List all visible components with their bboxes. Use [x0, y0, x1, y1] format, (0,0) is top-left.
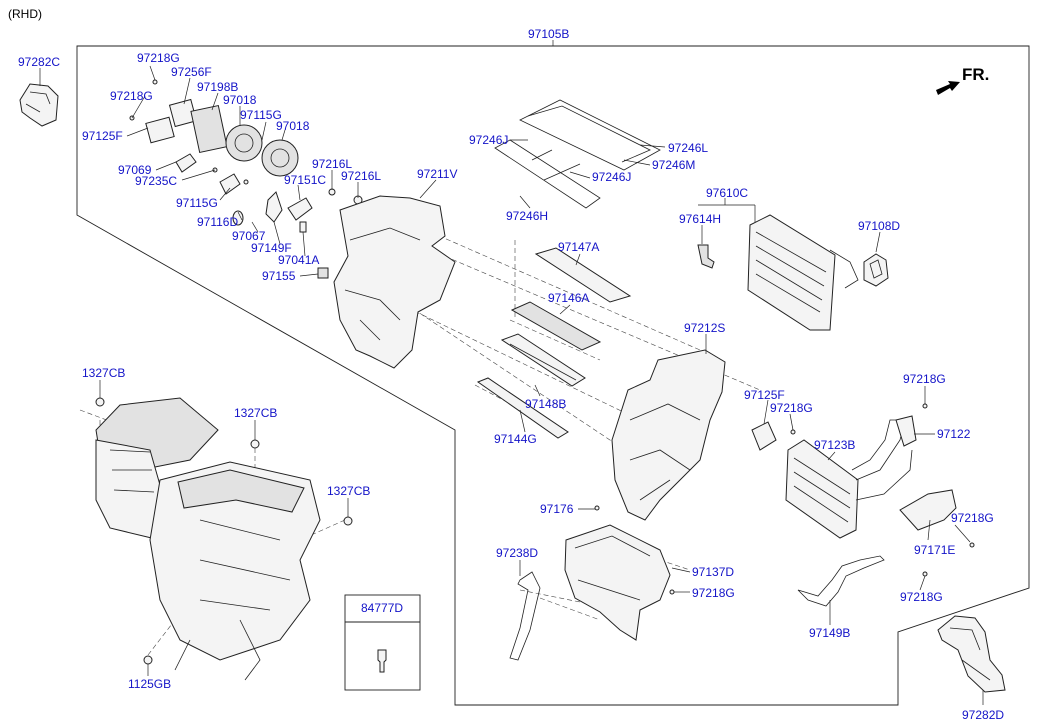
label-97218G[interactable]: 97218G [900, 590, 943, 604]
label-97246L[interactable]: 97246L [668, 141, 708, 155]
hvac-unit-assembly [95, 397, 321, 681]
label-97155[interactable]: 97155 [262, 269, 296, 283]
label-97246M[interactable]: 97246M [652, 158, 695, 172]
label-97218G[interactable]: 97218G [137, 51, 180, 65]
seal-strips [494, 99, 661, 209]
part-97125F-actuator [751, 421, 777, 451]
label-97067[interactable]: 97067 [232, 229, 266, 243]
part-97149B-hose [797, 555, 885, 607]
label-97246J[interactable]: 97246J [592, 170, 631, 184]
label-97125F[interactable]: 97125F [744, 388, 785, 402]
part-97212S-case-right [611, 349, 726, 521]
label-97614H[interactable]: 97614H [679, 212, 721, 226]
label-84777D[interactable]: 84777D [361, 601, 403, 615]
label-97282C[interactable]: 97282C [18, 55, 60, 69]
label-97246H[interactable]: 97246H [506, 209, 548, 223]
doors-filters [476, 247, 632, 439]
label-97115G[interactable]: 97115G [176, 196, 218, 210]
label-97125F[interactable]: 97125F [82, 129, 123, 143]
actuator-cluster [129, 79, 363, 279]
label-97171E[interactable]: 97171E [914, 543, 955, 557]
label-97218G[interactable]: 97218G [903, 372, 946, 386]
label-97122[interactable]: 97122 [937, 427, 971, 441]
part-97137D-lower-case [564, 524, 671, 641]
label-97256F[interactable]: 97256F [171, 65, 212, 79]
label-97018[interactable]: 97018 [276, 119, 310, 133]
part-97238D-drain-hose [509, 571, 541, 661]
label-97148B[interactable]: 97148B [525, 397, 566, 411]
label-97211V[interactable]: 97211V [417, 167, 457, 181]
label-97176[interactable]: 97176 [540, 502, 574, 516]
label-97216L[interactable]: 97216L [312, 157, 352, 171]
label-97108D[interactable]: 97108D [858, 219, 900, 233]
assembly-frame [76, 45, 1030, 706]
label-97123B[interactable]: 97123B [814, 438, 855, 452]
part-97122-bracket [895, 415, 917, 447]
front-direction-arrow-icon [936, 81, 960, 95]
label-97069[interactable]: 97069 [118, 163, 152, 177]
label-97115G[interactable]: 97115G [240, 108, 282, 122]
label-97151C[interactable]: 97151C [284, 173, 326, 187]
inset-84777D-box [344, 594, 421, 691]
label-97282D[interactable]: 97282D [962, 708, 1004, 722]
part-97610C-evaporator [697, 214, 859, 331]
label-97105B[interactable]: 97105B [528, 27, 569, 41]
label-97216L[interactable]: 97216L [341, 169, 381, 183]
direction-label: FR. [962, 65, 989, 84]
part-97282C-duct [19, 83, 59, 127]
part-97282D-duct [937, 615, 1006, 693]
label-97144G[interactable]: 97144G [494, 432, 537, 446]
label-97218G[interactable]: 97218G [692, 586, 735, 600]
label-97238D[interactable]: 97238D [496, 546, 538, 560]
part-97211V-case-left [333, 195, 456, 369]
label-97218G[interactable]: 97218G [951, 511, 994, 525]
label-97212S[interactable]: 97212S [684, 321, 725, 335]
label-97116D[interactable]: 97116D [197, 215, 238, 229]
label-1327CB[interactable]: 1327CB [327, 484, 370, 498]
label-1125GB[interactable]: 1125GB [128, 677, 171, 691]
label-97147A[interactable]: 97147A [558, 240, 599, 254]
part-97108D-seal [863, 253, 889, 287]
label-1327CB[interactable]: 1327CB [82, 366, 125, 380]
label-97137D[interactable]: 97137D [692, 565, 734, 579]
label-97149B[interactable]: 97149B [809, 626, 850, 640]
label-97218G[interactable]: 97218G [770, 401, 813, 415]
label-1327CB[interactable]: 1327CB [234, 406, 277, 420]
label-97610C[interactable]: 97610C [706, 186, 748, 200]
label-97146A[interactable]: 97146A [548, 291, 589, 305]
label-97246J[interactable]: 97246J [469, 133, 508, 147]
label-97198B[interactable]: 97198B [197, 80, 238, 94]
label-97235C[interactable]: 97235C [135, 174, 177, 188]
label-97018[interactable]: 97018 [223, 93, 257, 107]
part-97171E-cover [899, 489, 957, 531]
label-97041A[interactable]: 97041A [278, 253, 319, 267]
label-97218G[interactable]: 97218G [110, 89, 153, 103]
variant-label: (RHD) [8, 7, 42, 21]
leader-lines [39, 65, 984, 705]
label-97149F[interactable]: 97149F [251, 241, 292, 255]
